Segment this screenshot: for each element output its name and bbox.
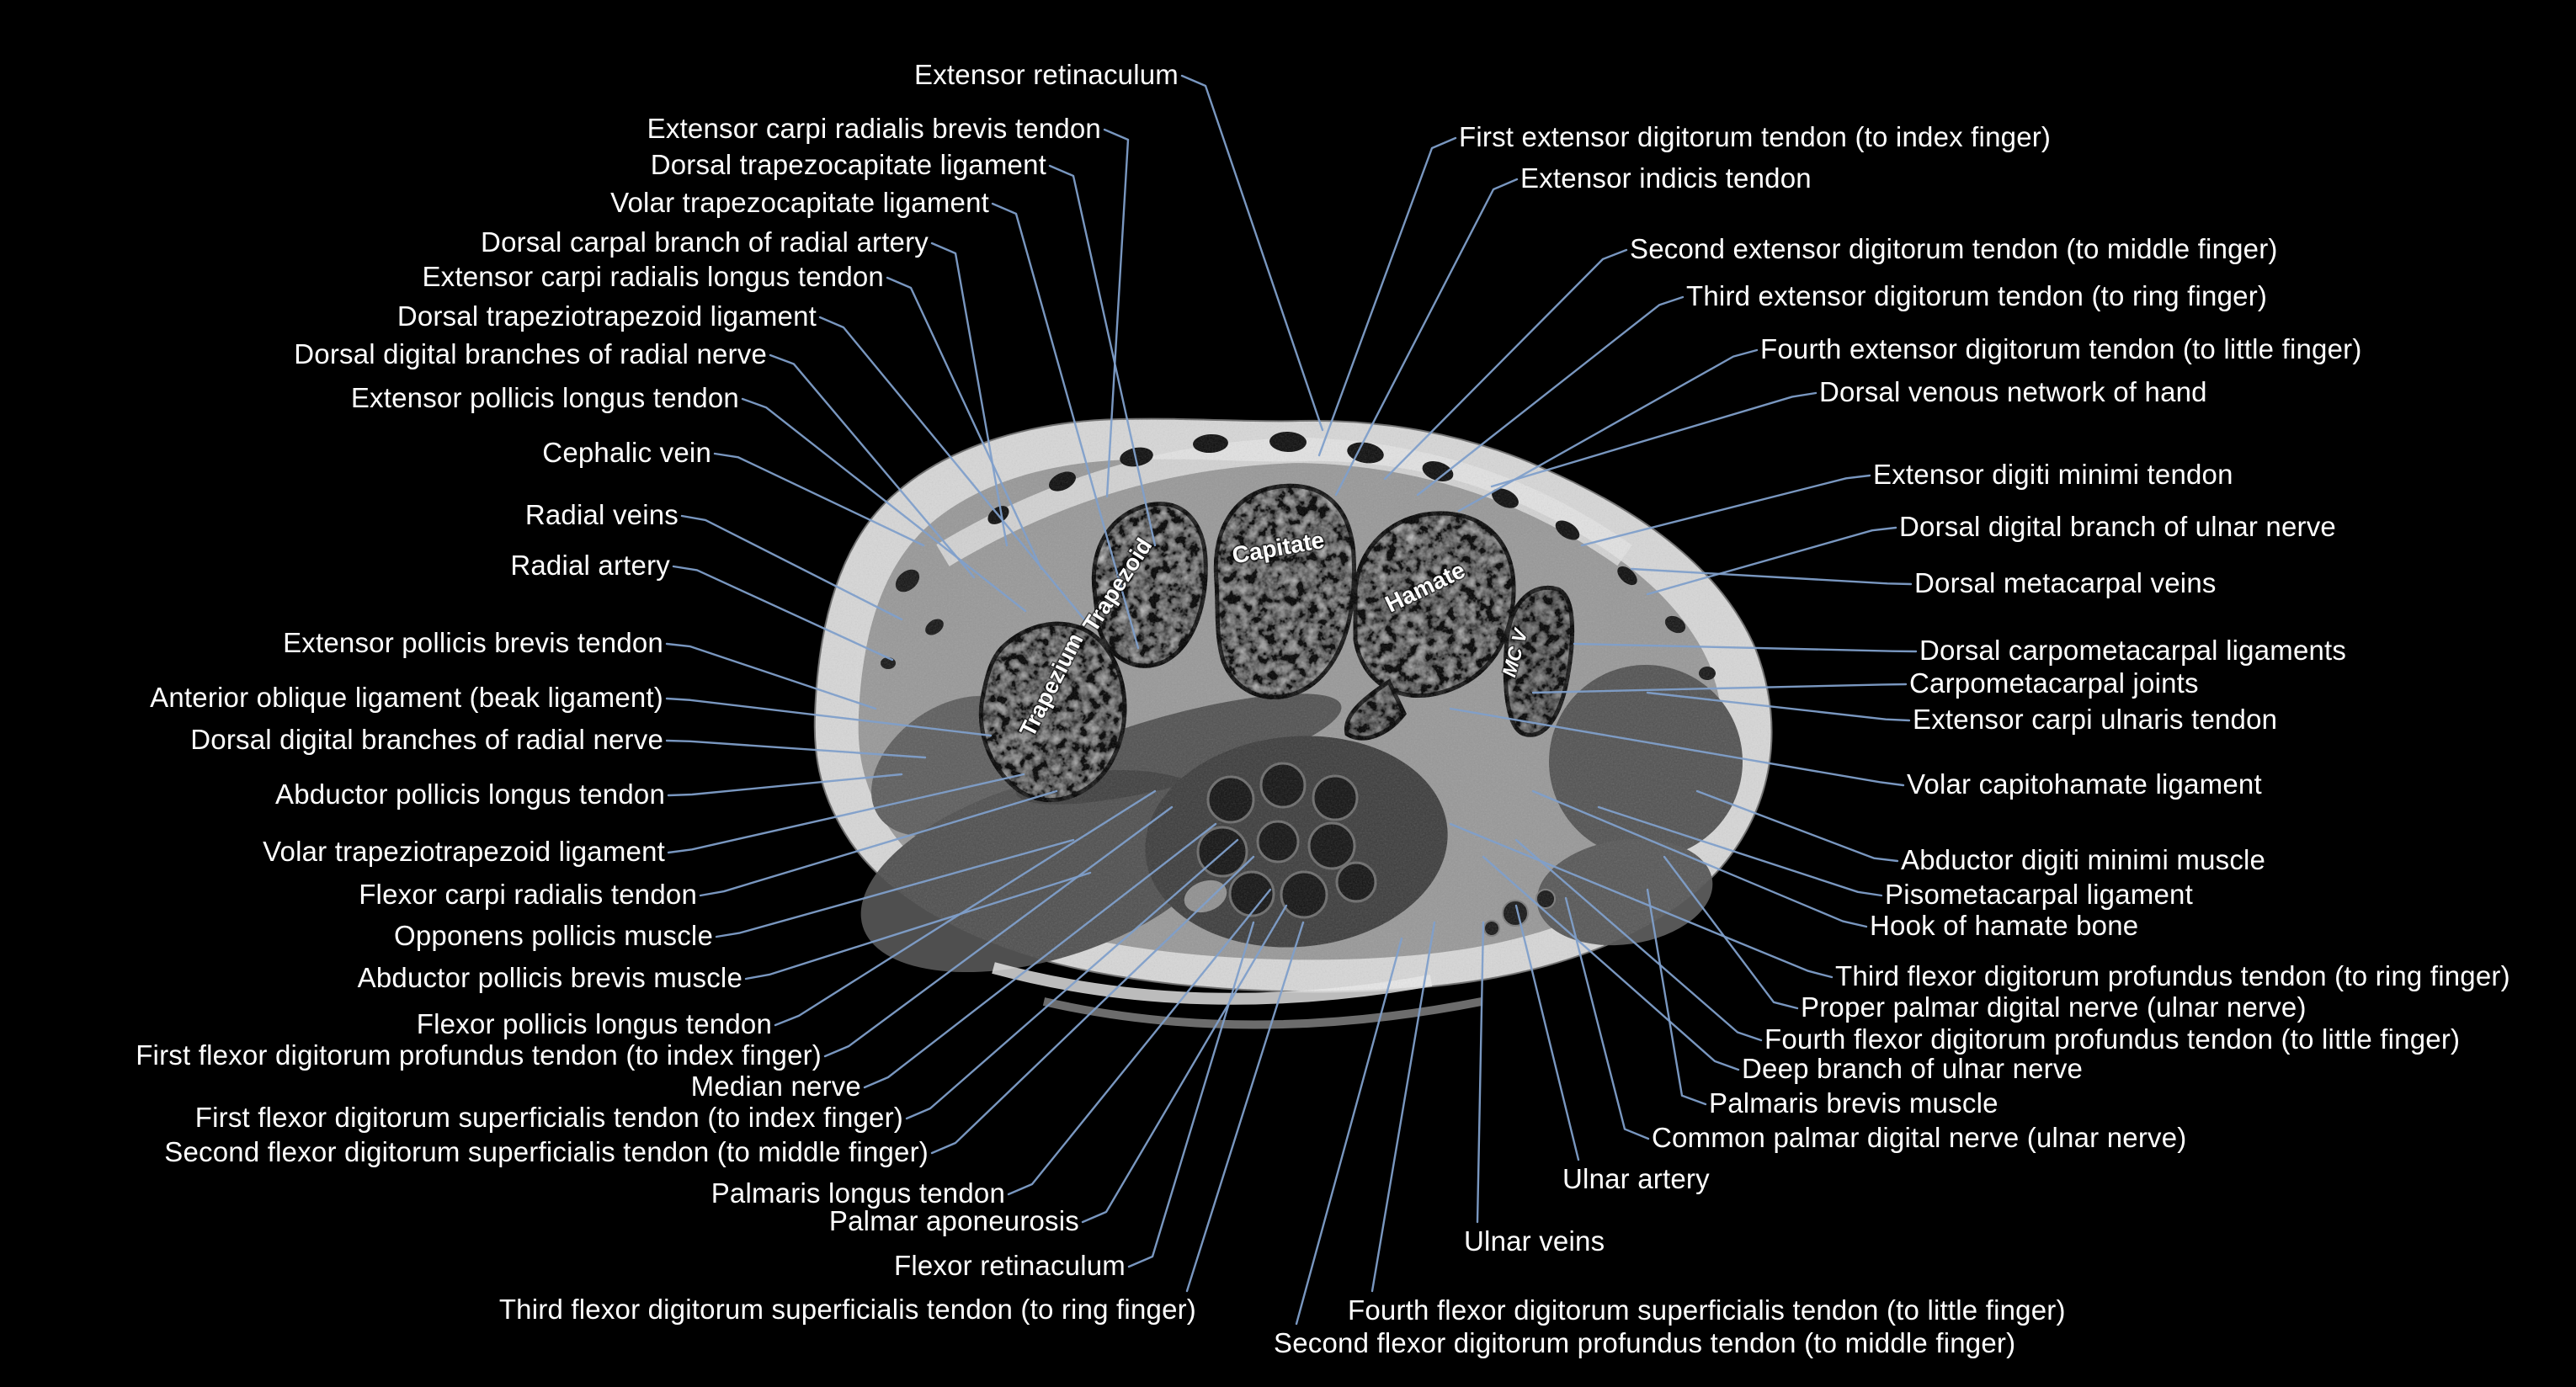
leader-line <box>1564 896 1650 1140</box>
leader-line <box>886 276 1043 571</box>
leader-line <box>1630 567 1913 586</box>
leader-line <box>665 739 927 759</box>
leader-line <box>823 805 1174 1058</box>
leader-line <box>667 773 903 797</box>
leader-line <box>1695 789 1899 863</box>
leader-line <box>1127 921 1255 1268</box>
leader-line <box>769 353 976 579</box>
leader-line <box>744 871 1092 980</box>
mri-noise-texture <box>814 418 1772 992</box>
leader-line <box>1317 136 1457 457</box>
leader-line <box>1416 295 1685 497</box>
leader-line <box>672 565 894 662</box>
leader-line <box>1490 391 1818 488</box>
leader-line <box>1646 888 1707 1106</box>
leader-line <box>665 642 877 710</box>
leader-line <box>1514 838 1763 1042</box>
leader-line <box>667 773 1025 854</box>
leader-line <box>1531 683 1908 694</box>
leader-line <box>905 838 1239 1120</box>
leader-line <box>991 202 1140 650</box>
leader-line <box>1457 348 1759 513</box>
leader-line <box>1370 921 1436 1293</box>
leader-line <box>699 789 1058 897</box>
leader-line <box>713 452 925 547</box>
leader-line <box>1103 128 1130 498</box>
leader-line <box>1476 921 1485 1224</box>
leader-line <box>1081 904 1288 1224</box>
leader-line <box>1531 789 1868 928</box>
leader-line <box>1514 904 1580 1161</box>
leader-line <box>930 242 1009 547</box>
leader-line <box>1383 248 1628 481</box>
leader-lines <box>665 74 1918 1326</box>
leader-line <box>1048 164 1157 547</box>
leader-line <box>1295 937 1403 1326</box>
leader-line <box>930 855 1255 1155</box>
leader-line <box>715 838 1075 938</box>
leader-line <box>1646 691 1911 722</box>
leader-line <box>1185 921 1305 1293</box>
leader-line <box>1580 474 1871 547</box>
leader-line <box>818 316 1086 621</box>
leader-line <box>1334 178 1519 497</box>
leader-line <box>1482 855 1740 1071</box>
leader-line <box>1449 822 1834 979</box>
leader-line <box>741 397 1027 613</box>
mri-cross-section <box>813 417 1773 1029</box>
leader-line <box>1573 642 1918 653</box>
leader-line <box>1180 74 1324 432</box>
leader-line <box>774 789 1157 1027</box>
leader-line <box>1646 526 1897 596</box>
leader-line <box>863 822 1217 1089</box>
leader-line <box>665 697 993 737</box>
leader-line <box>1597 805 1883 897</box>
leader-line <box>1449 707 1905 787</box>
leader-line <box>1007 888 1272 1196</box>
leader-line <box>1663 855 1799 1010</box>
leader-line <box>680 514 903 621</box>
